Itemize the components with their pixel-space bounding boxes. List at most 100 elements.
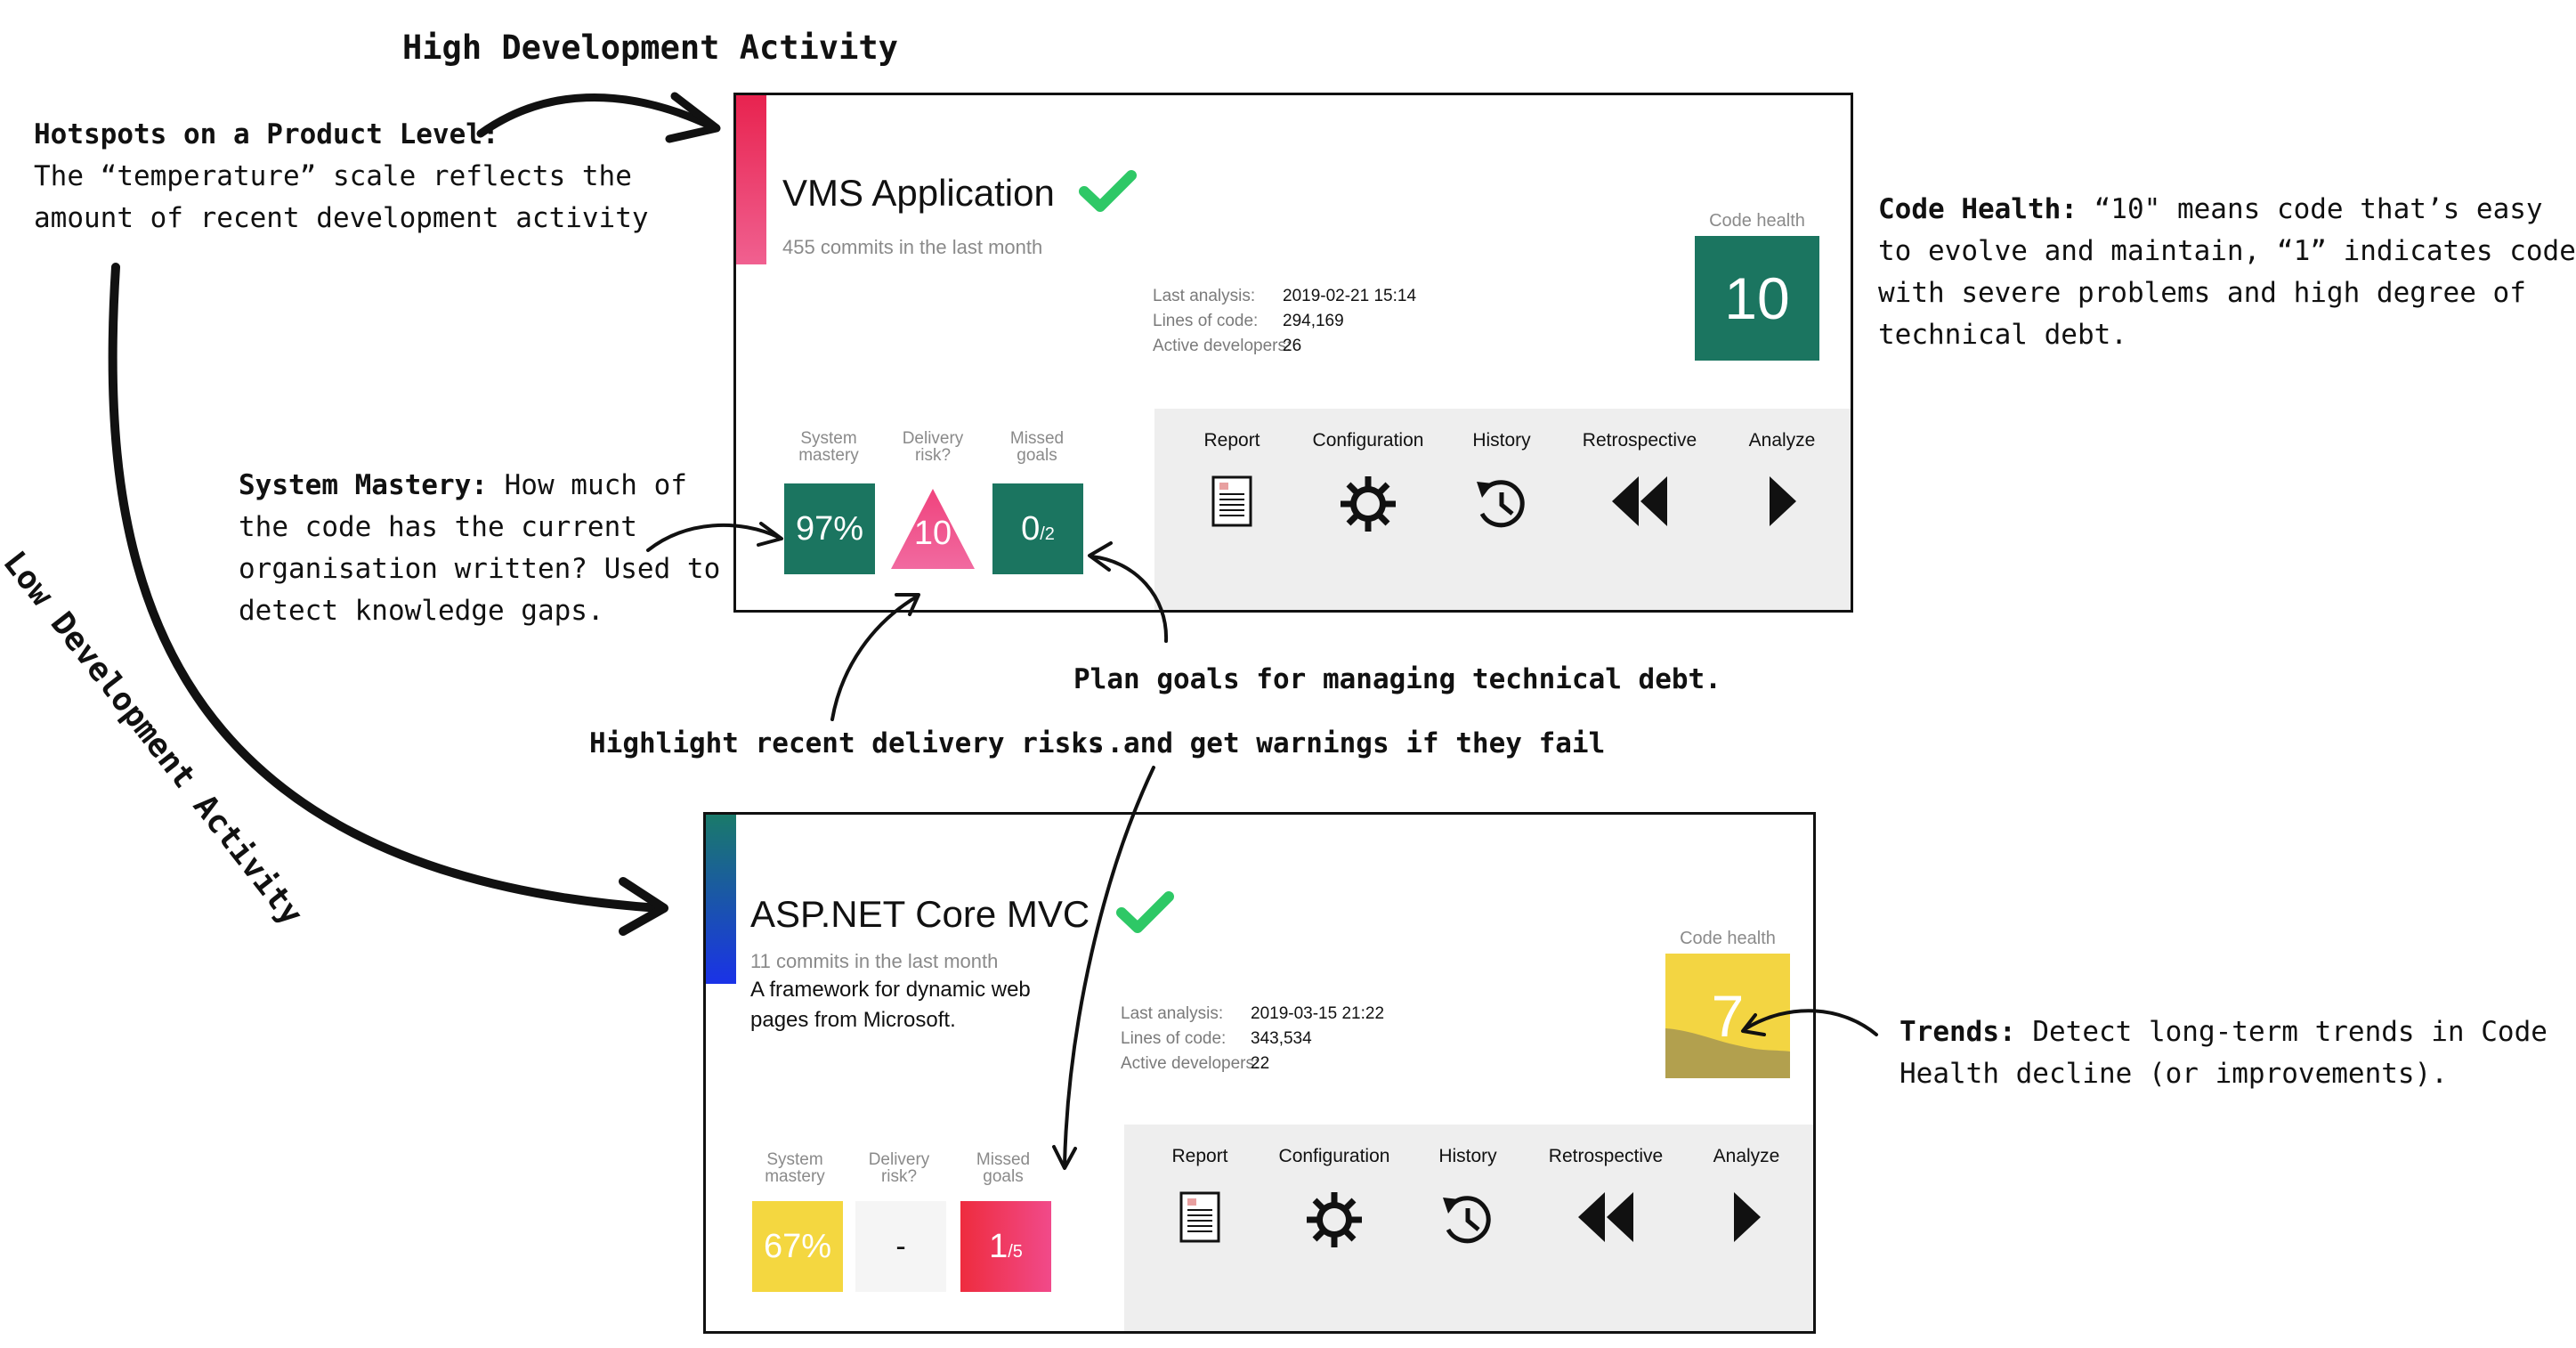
project-description: A framework for dynamic web pages from M…: [750, 975, 1031, 1035]
active-developers-value: 26: [1283, 337, 1302, 355]
delivery-risk-tile[interactable]: -: [855, 1201, 946, 1292]
risk-triangle-icon: [891, 489, 975, 569]
activity-stripe: [736, 95, 766, 264]
rewind-icon: [1612, 476, 1667, 526]
mastery-title: System Mastery:: [239, 469, 488, 501]
report-icon: [1179, 1191, 1220, 1243]
missed-goals-total: /5: [1008, 1241, 1023, 1262]
history-icon: [1477, 480, 1525, 528]
delivery-risks-annotation: Highlight recent delivery risks: [589, 727, 1105, 759]
project-title[interactable]: VMS Application: [782, 172, 1055, 214]
analyze-action[interactable]: Analyze: [1742, 430, 1822, 528]
lines-of-code-value: 343,534: [1251, 1029, 1312, 1048]
missed-goals-tile[interactable]: 1/5: [960, 1201, 1051, 1292]
delivery-risk-label: Delivery risk?: [868, 1150, 930, 1186]
code-health-annotation: Code Health: “10" means code that’s easy…: [1878, 189, 2576, 356]
missed-goals-label: Missed goals: [1009, 429, 1065, 465]
code-health-score[interactable]: 7: [1665, 954, 1790, 1078]
high-activity-heading: High Development Activity: [402, 28, 898, 67]
history-icon: [1443, 1196, 1491, 1244]
configuration-action[interactable]: Configuration: [1272, 1146, 1397, 1249]
code-health-label: Code health: [1680, 929, 1776, 948]
system-mastery-value: 67%: [763, 1227, 832, 1265]
analysis-meta: Last analysis: 2019-03-15 21:22 Lines of …: [1121, 1002, 1384, 1076]
mastery-line: organisation written? Used to: [239, 553, 721, 585]
report-icon: [1211, 475, 1252, 527]
meta-label: Lines of code:: [1153, 312, 1259, 330]
action-label: Configuration: [1278, 1146, 1390, 1166]
system-mastery-label: System mastery: [798, 429, 859, 465]
trends-line: Detect long-term trends in Code: [2032, 1016, 2548, 1048]
code-health-title: Code Health:: [1878, 193, 2078, 225]
missed-goals-tile[interactable]: 0/2: [992, 483, 1083, 574]
delivery-risk-label: Delivery risk?: [902, 429, 964, 465]
retrospective-action[interactable]: Retrospective: [1573, 430, 1706, 528]
delivery-risk-tile[interactable]: 10: [887, 483, 978, 574]
code-health-score[interactable]: 10: [1695, 236, 1819, 361]
activity-stripe: [706, 815, 736, 984]
system-mastery-tile[interactable]: 97%: [784, 483, 875, 574]
commit-count: 11 commits in the last month: [750, 950, 999, 972]
commit-count: 455 commits in the last month: [782, 236, 1043, 258]
project-card-aspnet: ASP.NET Core MVC 11 commits in the last …: [703, 812, 1816, 1334]
configuration-action[interactable]: Configuration: [1306, 430, 1430, 533]
meta-label: Last analysis:: [1153, 287, 1256, 305]
mastery-annotation: System Mastery: How much of the code has…: [239, 465, 720, 632]
play-icon: [1770, 476, 1796, 526]
code-health-line: “10" means code that’s easy: [2094, 193, 2543, 225]
meta-label: Lines of code:: [1121, 1029, 1227, 1048]
action-label: Analyze: [1748, 430, 1816, 451]
warnings-annotation: ...and get warnings if they fail: [1073, 727, 1606, 759]
history-action[interactable]: History: [1466, 430, 1537, 532]
meta-label: Last analysis:: [1121, 1004, 1224, 1023]
code-health-line: with severe problems and high degree of: [1878, 277, 2526, 309]
play-icon: [1734, 1192, 1761, 1242]
code-health-label: Code health: [1709, 211, 1805, 231]
action-label: Configuration: [1312, 430, 1424, 451]
meta-label: Active developers:: [1121, 1054, 1260, 1073]
trends-annotation: Trends: Detect long-term trends in Code …: [1900, 1011, 2548, 1095]
hotspots-line: The “temperature” scale reflects the: [34, 160, 632, 192]
code-health-value: 7: [1711, 983, 1745, 1049]
code-health-value: 10: [1724, 265, 1790, 331]
report-action[interactable]: Report: [1169, 1146, 1231, 1244]
missed-goals-total: /2: [1040, 524, 1055, 544]
meta-label: Active developers:: [1153, 337, 1292, 355]
code-health-line: to evolve and maintain, “1” indicates co…: [1878, 235, 2576, 267]
hotspots-title: Hotspots on a Product Level:: [34, 118, 499, 150]
check-icon: [1116, 891, 1174, 933]
delivery-risk-value: 10: [913, 514, 952, 552]
mastery-line: the code has the current: [239, 511, 637, 543]
hotspots-annotation: Hotspots on a Product Level: The “temper…: [34, 114, 649, 240]
lines-of-code-value: 294,169: [1283, 312, 1344, 330]
action-label: Analyze: [1713, 1146, 1780, 1166]
report-action[interactable]: Report: [1201, 430, 1263, 528]
system-mastery-label: System mastery: [765, 1150, 825, 1186]
action-bar: Report Configuration: [1124, 1125, 1813, 1331]
mastery-line: detect knowledge gaps.: [239, 595, 604, 627]
project-title[interactable]: ASP.NET Core MVC: [750, 893, 1090, 935]
arrow-delivery-risk: [830, 593, 920, 721]
mastery-line: How much of: [504, 469, 687, 501]
retrospective-action[interactable]: Retrospective: [1539, 1146, 1673, 1244]
action-label: Report: [1203, 430, 1260, 451]
action-bar: Report Configuration: [1154, 409, 1851, 610]
system-mastery-tile[interactable]: 67%: [752, 1201, 843, 1292]
system-mastery-value: 97%: [795, 509, 864, 548]
gear-icon: [1307, 1192, 1362, 1247]
delivery-risk-value: -: [895, 1229, 906, 1263]
rewind-icon: [1578, 1192, 1633, 1242]
action-label: Retrospective: [1582, 430, 1697, 451]
gear-icon: [1341, 476, 1396, 532]
history-action[interactable]: History: [1432, 1146, 1503, 1247]
analyze-action[interactable]: Analyze: [1706, 1146, 1786, 1244]
trends-title: Trends:: [1900, 1016, 2016, 1048]
check-icon: [1079, 170, 1137, 212]
trends-line: Health decline (or improvements).: [1900, 1058, 2448, 1090]
description-line: pages from Microsoft.: [750, 1008, 956, 1032]
plan-goals-annotation: Plan goals for managing technical debt.: [1073, 663, 1721, 695]
last-analysis-value: 2019-03-15 21:22: [1251, 1004, 1385, 1023]
code-health-line: technical debt.: [1878, 319, 2127, 351]
project-card-vms: VMS Application 455 commits in the last …: [733, 93, 1853, 613]
description-line: A framework for dynamic web: [750, 978, 1031, 1002]
